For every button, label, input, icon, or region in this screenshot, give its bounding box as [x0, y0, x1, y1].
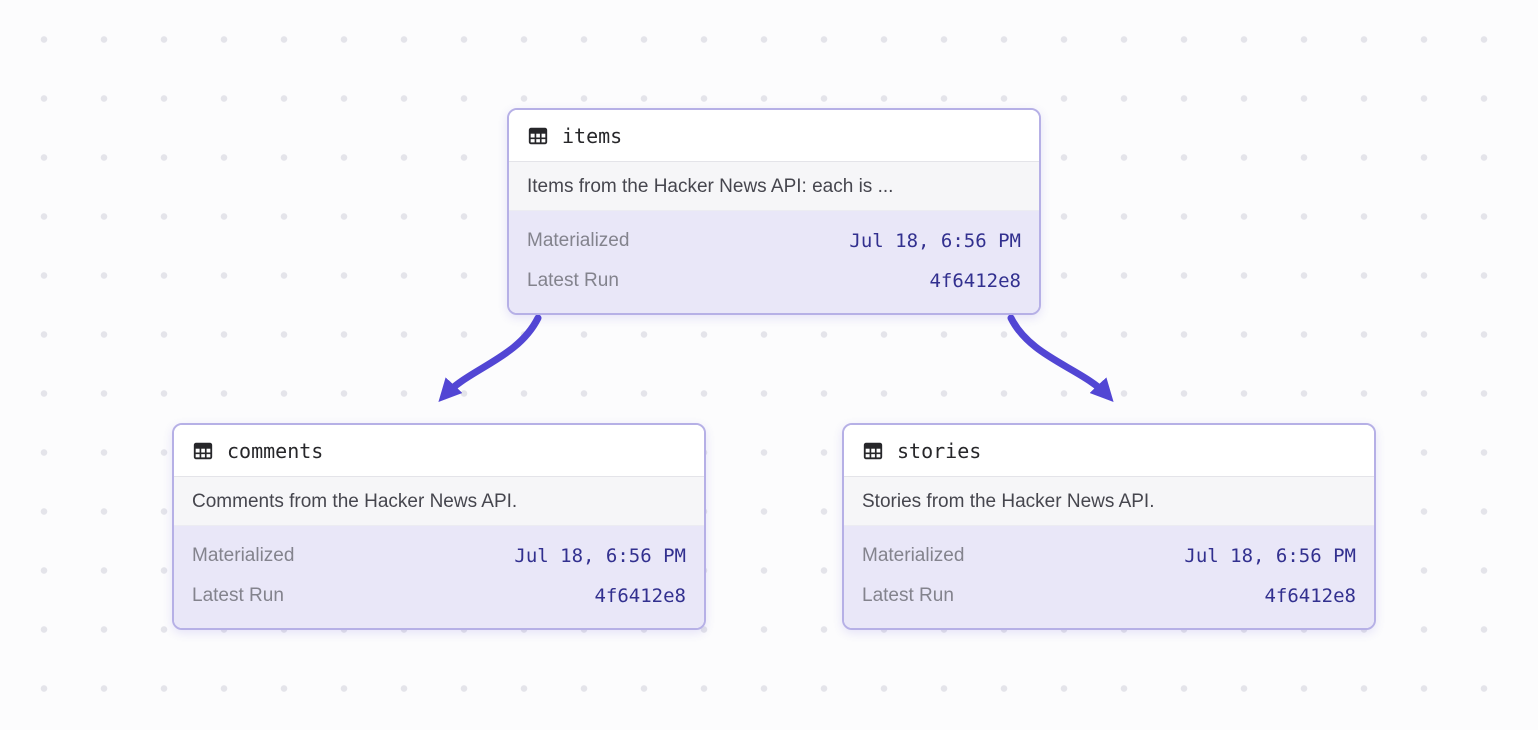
materialized-row: Materialized Jul 18, 6:56 PM — [862, 536, 1356, 576]
materialized-label: Materialized — [192, 545, 295, 566]
materialized-timestamp: Jul 18, 6:56 PM — [1184, 545, 1356, 567]
latest-run-id[interactable]: 4f6412e8 — [929, 270, 1021, 292]
table-icon — [862, 440, 884, 462]
asset-meta: Materialized Jul 18, 6:56 PM Latest Run … — [844, 526, 1374, 628]
latest-run-label: Latest Run — [527, 270, 619, 291]
asset-description: Stories from the Hacker News API. — [844, 477, 1374, 526]
materialized-timestamp: Jul 18, 6:56 PM — [514, 545, 686, 567]
latest-run-label: Latest Run — [192, 585, 284, 606]
materialized-row: Materialized Jul 18, 6:56 PM — [527, 221, 1021, 261]
materialized-timestamp: Jul 18, 6:56 PM — [849, 230, 1021, 252]
asset-name: items — [562, 123, 623, 148]
asset-node-items-header[interactable]: items — [509, 110, 1039, 162]
materialized-label: Materialized — [862, 545, 965, 566]
latest-run-label: Latest Run — [862, 585, 954, 606]
asset-name: comments — [227, 438, 324, 463]
table-icon — [527, 125, 549, 147]
asset-node-stories-header[interactable]: stories — [844, 425, 1374, 477]
latest-run-row: Latest Run 4f6412e8 — [192, 576, 686, 616]
asset-meta: Materialized Jul 18, 6:56 PM Latest Run … — [509, 211, 1039, 313]
asset-node-comments-header[interactable]: comments — [174, 425, 704, 477]
edge-items-to-comments — [438, 314, 542, 403]
asset-description: Items from the Hacker News API: each is … — [509, 162, 1039, 211]
table-icon — [192, 440, 214, 462]
edge-items-to-stories — [1007, 314, 1114, 403]
latest-run-id[interactable]: 4f6412e8 — [594, 585, 686, 607]
asset-node-comments[interactable]: comments Comments from the Hacker News A… — [172, 423, 706, 630]
asset-description: Comments from the Hacker News API. — [174, 477, 704, 526]
asset-node-stories[interactable]: stories Stories from the Hacker News API… — [842, 423, 1376, 630]
asset-node-items[interactable]: items Items from the Hacker News API: ea… — [507, 108, 1041, 315]
latest-run-row: Latest Run 4f6412e8 — [862, 576, 1356, 616]
asset-name: stories — [897, 438, 982, 463]
materialized-label: Materialized — [527, 230, 630, 251]
materialized-row: Materialized Jul 18, 6:56 PM — [192, 536, 686, 576]
latest-run-row: Latest Run 4f6412e8 — [527, 261, 1021, 301]
latest-run-id[interactable]: 4f6412e8 — [1264, 585, 1356, 607]
asset-meta: Materialized Jul 18, 6:56 PM Latest Run … — [174, 526, 704, 628]
